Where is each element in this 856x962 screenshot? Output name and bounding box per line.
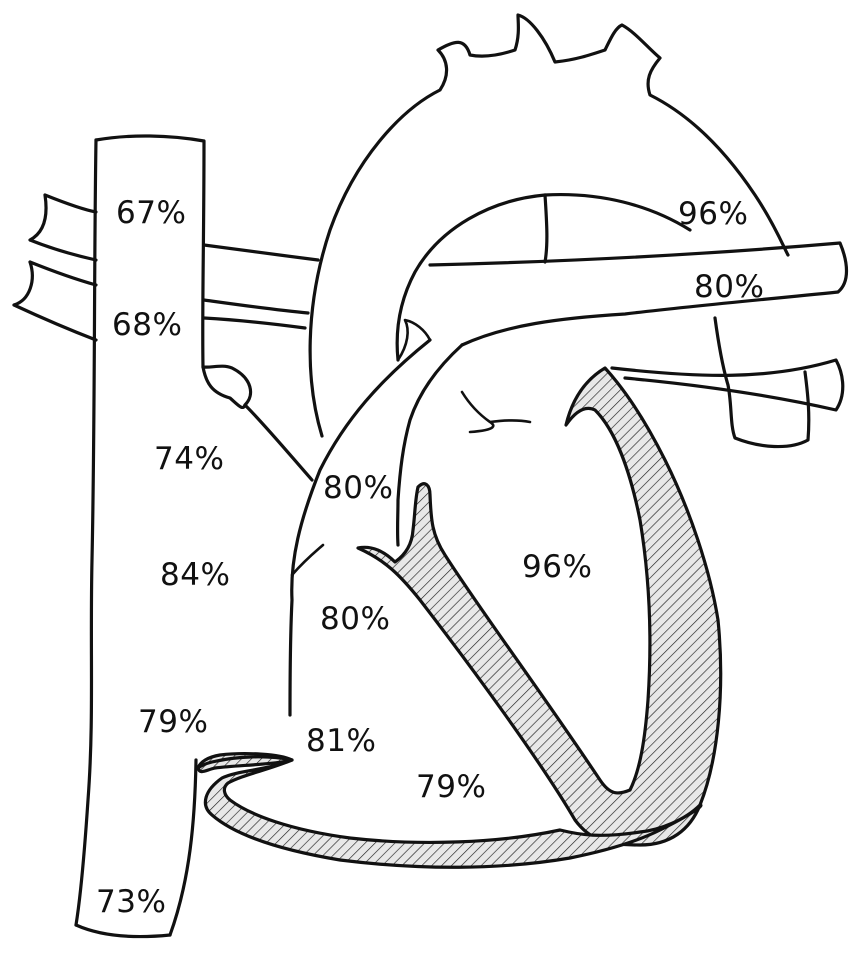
rvot-saturation: 80% <box>320 604 390 635</box>
rv-inflow-saturation: 81% <box>306 726 376 757</box>
pulmonary-trunk-left-wall <box>290 340 430 715</box>
left-pulmonary-artery-saturation: 80% <box>694 272 764 303</box>
pulmonary-artery-saturation: 80% <box>323 473 393 504</box>
left-atrial-appendage-notch <box>462 392 530 432</box>
descending-aorta <box>715 318 809 447</box>
ivc-bottom <box>76 925 170 937</box>
ra-lower-saturation: 79% <box>138 707 208 738</box>
ivc-saturation: 73% <box>96 887 166 918</box>
aortic-arch-inner <box>397 195 690 360</box>
right-pulmonary-vein-lower <box>14 262 96 340</box>
vena-cava-right-wall-lower <box>170 760 196 935</box>
ra-upper-saturation: 74% <box>154 444 224 475</box>
right-pulmonary-artery-upper <box>30 195 96 260</box>
left-pulmonary-artery <box>430 243 847 345</box>
svc-upper-saturation: 67% <box>116 198 186 229</box>
svc-lower-saturation: 68% <box>112 310 182 341</box>
aorta-saturation: 96% <box>678 199 748 230</box>
interventricular-septum <box>358 368 721 845</box>
ra-middle-saturation: 84% <box>160 560 230 591</box>
right-atrial-appendage <box>203 366 251 407</box>
right-pa-through <box>204 245 318 328</box>
rv-apex-saturation: 79% <box>416 772 486 803</box>
right-atrium-wall <box>245 405 312 480</box>
ductus-divider <box>545 195 547 262</box>
left-ventricle-saturation: 96% <box>522 552 592 583</box>
